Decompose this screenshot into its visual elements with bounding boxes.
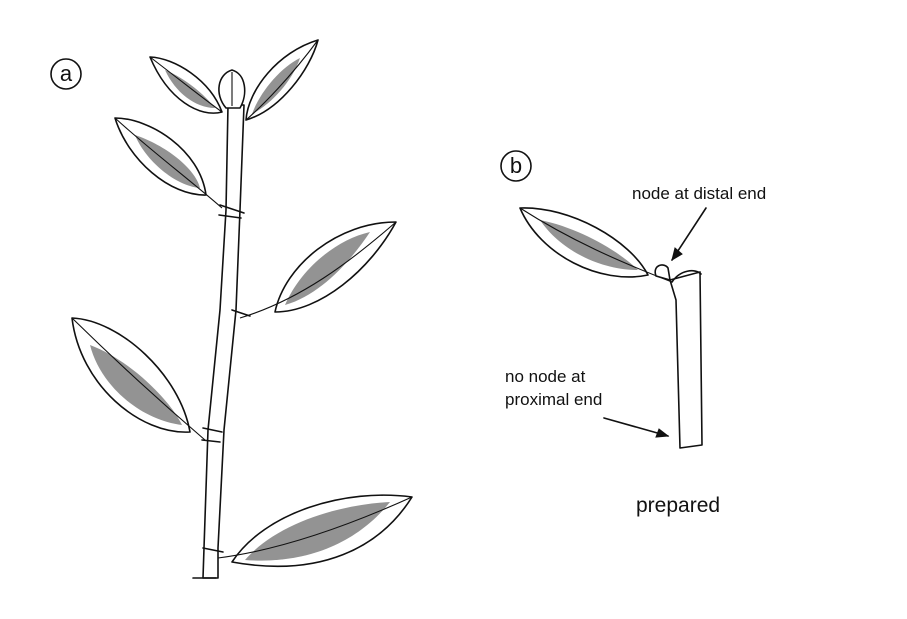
leaf-bottom-right [217,494,413,568]
panel-a-marker: a [50,58,82,90]
panel-b: b node at distal end no node at proximal… [500,150,766,517]
proximal-annotation: no node at proximal end [505,367,670,438]
panel-b-marker: b [500,150,532,182]
leaf-top-left [149,56,223,114]
cutting-stem [654,264,703,449]
proximal-label-line1: no node at [505,367,586,386]
proximal-label-line2: proximal end [505,390,602,409]
leaf-right-middle [239,221,397,319]
panel-a: a [50,39,413,579]
leaf-top-right [245,39,319,121]
distal-annotation: node at distal end [632,184,766,262]
terminal-bud [218,69,246,109]
leaf-upper-left [114,117,223,209]
main-stem [192,104,251,579]
distal-label: node at distal end [632,184,766,203]
prepared-caption: prepared [636,494,720,517]
cutting-leaf [519,207,673,283]
leaf-left-lower [71,317,206,441]
panel-b-letter: b [510,153,522,178]
panel-a-letter: a [60,61,73,86]
